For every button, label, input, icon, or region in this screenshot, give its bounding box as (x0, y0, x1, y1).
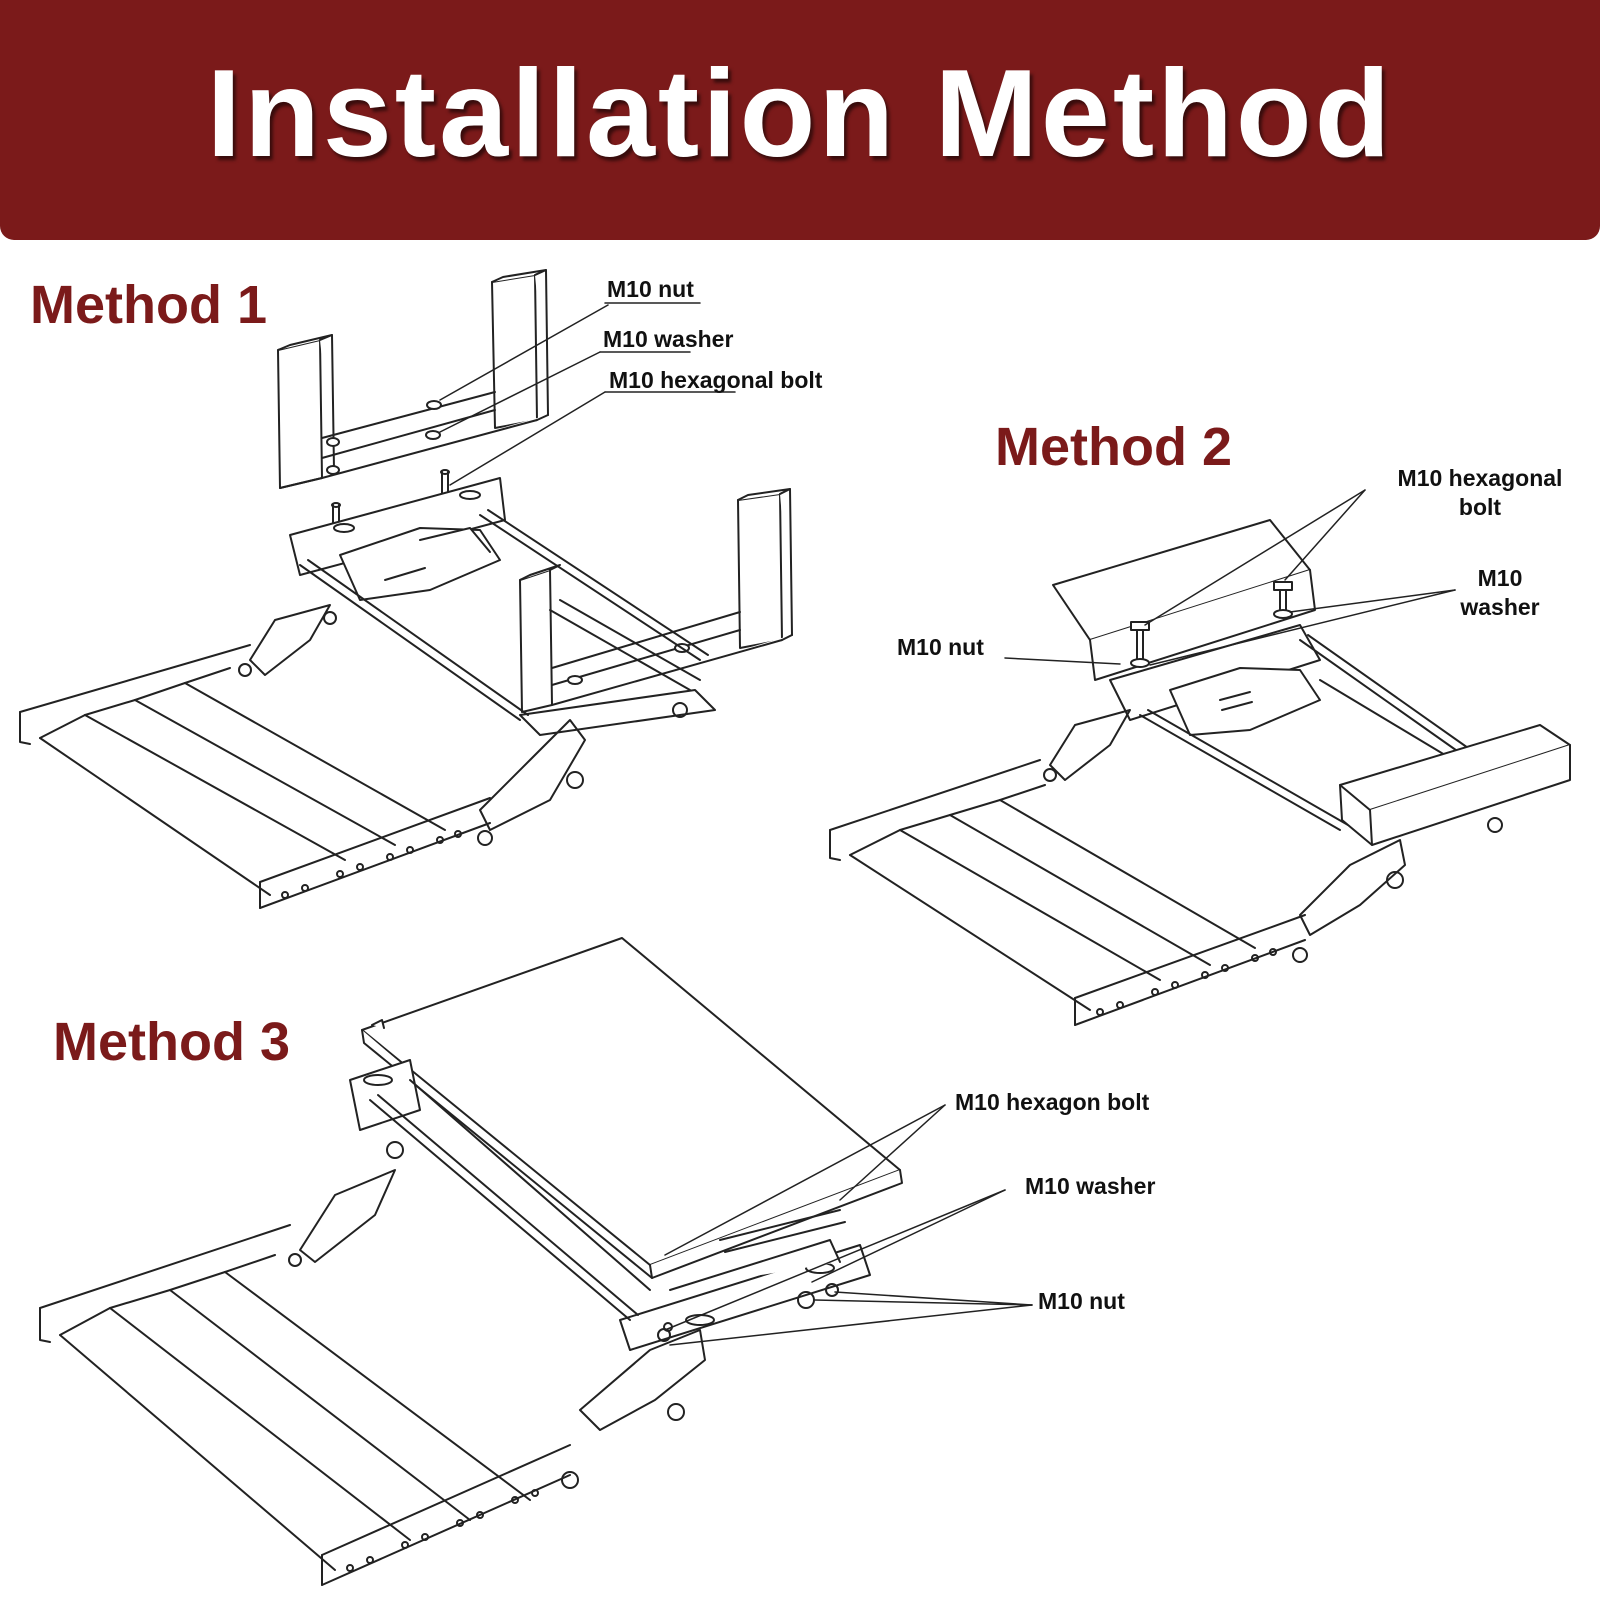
method1-linkage-arms (239, 605, 715, 830)
method1-step-platform (20, 645, 492, 908)
method3-linkage-arms (289, 1142, 838, 1430)
method2-nut-label: M10 nut (897, 634, 984, 660)
method2-illustration (830, 490, 1570, 1025)
method2-side-bracket (1340, 725, 1570, 845)
method3-washer-label: M10 washer (1025, 1173, 1156, 1199)
method2-bolt-label-line2: bolt (1458, 493, 1502, 520)
method1-vehicle-bracket (278, 270, 792, 712)
method3-floor-panel (362, 938, 902, 1278)
title-banner: Installation Method (0, 0, 1600, 240)
method2-title: Method 2 (995, 417, 1232, 477)
method2-washer-label-line1: M10 (1477, 565, 1523, 591)
method1-nut-label: M10 nut (607, 276, 694, 302)
method1-leader-lines (440, 303, 735, 485)
method1-guide-rails (300, 510, 708, 720)
method2-linkage-arms (1044, 710, 1502, 935)
method1-bolt-label: M10 hexagonal bolt (609, 367, 823, 393)
method1-illustration (20, 270, 792, 908)
method2-washer-label: M10 washer (1440, 564, 1560, 622)
method1-washer-label: M10 washer (603, 326, 734, 352)
page-title: Installation Method (206, 45, 1394, 183)
method3-nut-label: M10 nut (1038, 1288, 1125, 1314)
method2-top-bracket (1053, 520, 1315, 680)
method1-mounting-plate (290, 478, 505, 600)
method3-step-platform (40, 1225, 578, 1585)
method3-title: Method 3 (53, 1012, 290, 1072)
method3-guide-rails (370, 1080, 845, 1320)
method2-leader-lines (1005, 490, 1455, 665)
method2-bolt-label: M10 hexagonal bolt (1380, 464, 1580, 522)
method3-leader-lines (665, 1105, 1032, 1345)
method1-title: Method 1 (30, 275, 267, 335)
method2-bolts (1131, 582, 1292, 667)
method2-mounting-plate (1110, 625, 1320, 735)
method2-step-platform (830, 760, 1307, 1025)
method2-washer-label-line2: washer (1460, 593, 1540, 620)
method3-bolt-label: M10 hexagon bolt (955, 1089, 1150, 1115)
method2-bolt-label-line1: M10 hexagonal (1397, 465, 1563, 491)
method3-illustration (40, 938, 1032, 1585)
